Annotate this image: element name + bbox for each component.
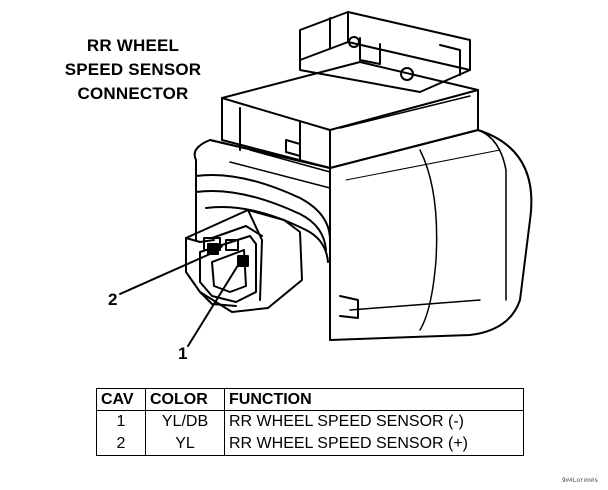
terminal-cavity-1 — [237, 255, 249, 267]
header-function: FUNCTION — [224, 388, 524, 411]
figure-code: 9##Lor#n#s — [561, 477, 598, 484]
connector-housing-top — [221, 61, 479, 169]
callout-label-2: 2 — [108, 290, 118, 309]
callout-leader-1 — [187, 261, 241, 347]
connector-front-face — [185, 209, 303, 313]
cell-function: RR WHEEL SPEED SENSOR (-) — [224, 410, 524, 433]
title-line-2: SPEED SENSOR — [64, 60, 202, 79]
header-cav: CAV — [96, 388, 146, 411]
pinout-table: CAV COLOR FUNCTION 1 YL/DB RR WHEEL SPEE… — [96, 388, 524, 456]
table-row: 1 YL/DB RR WHEEL SPEED SENSOR (-) — [96, 410, 524, 433]
connector-body — [193, 129, 533, 341]
table-header-row: CAV COLOR FUNCTION — [96, 388, 524, 411]
cell-cav: 2 — [96, 433, 146, 456]
header-color: COLOR — [145, 388, 225, 411]
table-row: 2 YL RR WHEEL SPEED SENSOR (+) — [96, 433, 524, 456]
cell-function: RR WHEEL SPEED SENSOR (+) — [224, 433, 524, 456]
callout-label-1: 1 — [178, 344, 188, 363]
connector-title: RR WHEEL SPEED SENSOR CONNECTOR — [58, 34, 208, 106]
seal-rings — [195, 149, 331, 263]
cell-cav: 1 — [96, 410, 146, 433]
callout-leader-2 — [119, 253, 211, 295]
cell-color: YL/DB — [145, 410, 225, 433]
title-line-1: RR WHEEL — [86, 36, 180, 55]
terminal-cavity-2 — [207, 243, 219, 255]
locking-tab — [299, 11, 471, 93]
cell-color: YL — [145, 433, 225, 456]
title-line-3: CONNECTOR — [77, 84, 189, 103]
